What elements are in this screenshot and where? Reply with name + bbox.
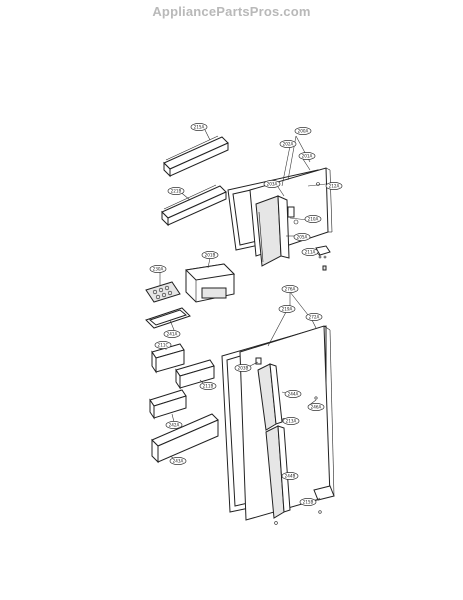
callout-211c[interactable]: 211C bbox=[154, 341, 172, 349]
refrigerator-bin-2[interactable] bbox=[175, 359, 215, 390]
callout-272a[interactable]: 272A bbox=[305, 313, 323, 321]
leader-lines bbox=[159, 129, 327, 503]
callout-211a[interactable]: 211A bbox=[301, 248, 319, 256]
callout-215b[interactable]: 215B bbox=[299, 498, 317, 506]
callout-210a[interactable]: 210A bbox=[304, 215, 322, 223]
freezer-door-bin-lower[interactable] bbox=[161, 184, 227, 227]
freezer-hinge-parts[interactable] bbox=[287, 206, 331, 271]
callout-243a[interactable]: 243A bbox=[169, 457, 187, 465]
callout-label: 203A bbox=[267, 182, 278, 187]
refrigerator-bin-1[interactable] bbox=[151, 343, 185, 374]
callout-label: 215B bbox=[303, 500, 314, 505]
callout-label: 201A bbox=[302, 154, 313, 159]
callout-241a[interactable]: 241A bbox=[163, 330, 181, 338]
callout-244b[interactable]: 244B bbox=[281, 472, 299, 480]
refrigerator-hinge-parts[interactable] bbox=[255, 357, 335, 514]
refrigerator-bin-4[interactable] bbox=[151, 413, 219, 464]
callout-label: 221B bbox=[171, 189, 182, 194]
callout-211b[interactable]: 211B bbox=[199, 382, 217, 390]
callout-label: 230A bbox=[153, 267, 164, 272]
callout-200a[interactable]: 200A bbox=[294, 127, 312, 135]
callout-label: 219A bbox=[282, 307, 293, 312]
callout-label: 212A bbox=[329, 184, 340, 189]
callout-205a[interactable]: 205A bbox=[293, 233, 311, 241]
callout-246a[interactable]: 246A bbox=[307, 403, 325, 411]
freezer-door-handle[interactable] bbox=[255, 195, 290, 267]
callout-label: 215A bbox=[194, 125, 205, 130]
callout-label: 244B bbox=[285, 474, 296, 479]
callout-219a[interactable]: 219A bbox=[278, 305, 296, 313]
callout-label: 276A bbox=[285, 287, 296, 292]
callout-label: 241A bbox=[167, 332, 178, 337]
callout-label: 244A bbox=[288, 392, 299, 397]
callout-202a[interactable]: 202A bbox=[279, 140, 297, 148]
ice-tray-holder[interactable] bbox=[145, 307, 191, 329]
callout-label: 210A bbox=[308, 217, 319, 222]
refrigerator-handle-lower[interactable] bbox=[265, 425, 291, 525]
callout-label: 200A bbox=[298, 129, 309, 134]
callout-label: 211A bbox=[305, 250, 316, 255]
callout-label: 243A bbox=[173, 459, 184, 464]
callout-label: 213A bbox=[286, 419, 297, 424]
callout-276a[interactable]: 276A bbox=[281, 285, 299, 293]
callout-213a[interactable]: 213A bbox=[282, 417, 300, 425]
callout-label: 211B bbox=[203, 384, 214, 389]
ice-cube-tray[interactable] bbox=[145, 281, 181, 303]
callout-label: 202A bbox=[283, 142, 294, 147]
freezer-door-bin-upper[interactable] bbox=[163, 135, 229, 178]
callout-201a[interactable]: 201A bbox=[298, 152, 316, 160]
callout-label: 205A bbox=[297, 235, 308, 240]
callout-244a[interactable]: 244A bbox=[284, 390, 302, 398]
callout-203b[interactable]: 203B bbox=[234, 364, 252, 372]
callout-label: 242A bbox=[169, 423, 180, 428]
callout-label: 246A bbox=[311, 405, 322, 410]
callout-212a[interactable]: 212A bbox=[325, 182, 343, 190]
callout-242a[interactable]: 242A bbox=[165, 421, 183, 429]
callout-label: 203B bbox=[238, 366, 249, 371]
callout-215a[interactable]: 215A bbox=[190, 123, 208, 131]
callout-221b[interactable]: 221B bbox=[167, 187, 185, 195]
refrigerator-handle-upper[interactable] bbox=[257, 363, 283, 431]
callout-203a[interactable]: 203A bbox=[263, 180, 281, 188]
callout-label: 272A bbox=[309, 315, 320, 320]
ice-bin[interactable] bbox=[184, 263, 236, 303]
callout-label: 201B bbox=[205, 253, 216, 258]
watermark: AppliancePartsPros.com bbox=[152, 4, 311, 19]
callout-label: 211C bbox=[158, 343, 169, 348]
refrigerator-bin-3[interactable] bbox=[149, 389, 187, 420]
callout-201b[interactable]: 201B bbox=[201, 251, 219, 259]
callout-230a[interactable]: 230A bbox=[149, 265, 167, 273]
